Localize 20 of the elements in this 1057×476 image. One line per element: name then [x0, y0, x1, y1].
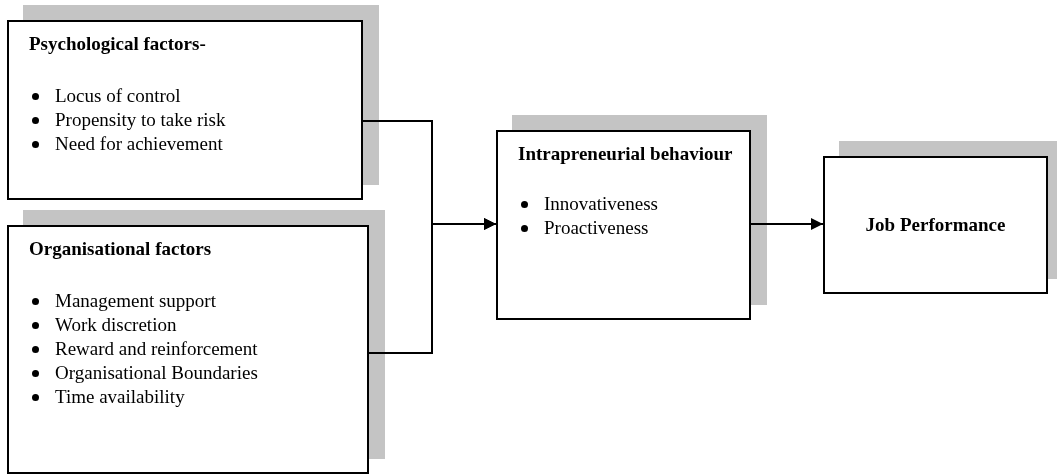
box-heading: Psychological factors- — [29, 32, 207, 56]
bullet-item: Time availability — [29, 385, 353, 409]
bullet-item: Need for achievement — [29, 132, 347, 156]
bullet-item: Propensity to take risk — [29, 108, 347, 132]
factor-box — [496, 130, 751, 320]
factor-box — [823, 156, 1048, 294]
factor-box — [7, 225, 369, 474]
arrow — [750, 218, 824, 230]
bullet-item: Locus of control — [29, 84, 347, 108]
box-heading: Job Performance — [865, 213, 1006, 237]
bullet-item: Proactiveness — [518, 216, 735, 240]
box-heading: Organisational factors — [29, 237, 213, 261]
bullet-item: Management support — [29, 289, 353, 313]
bullet-item: Reward and reinforcement — [29, 337, 353, 361]
factor-box — [7, 20, 363, 200]
bullet-item: Innovativeness — [518, 192, 735, 216]
bullet-item: Work discretion — [29, 313, 353, 337]
box-heading: Intrapreneurial behaviour — [518, 142, 734, 166]
arrow — [368, 218, 497, 354]
bullet-item: Organisational Boundaries — [29, 361, 353, 385]
